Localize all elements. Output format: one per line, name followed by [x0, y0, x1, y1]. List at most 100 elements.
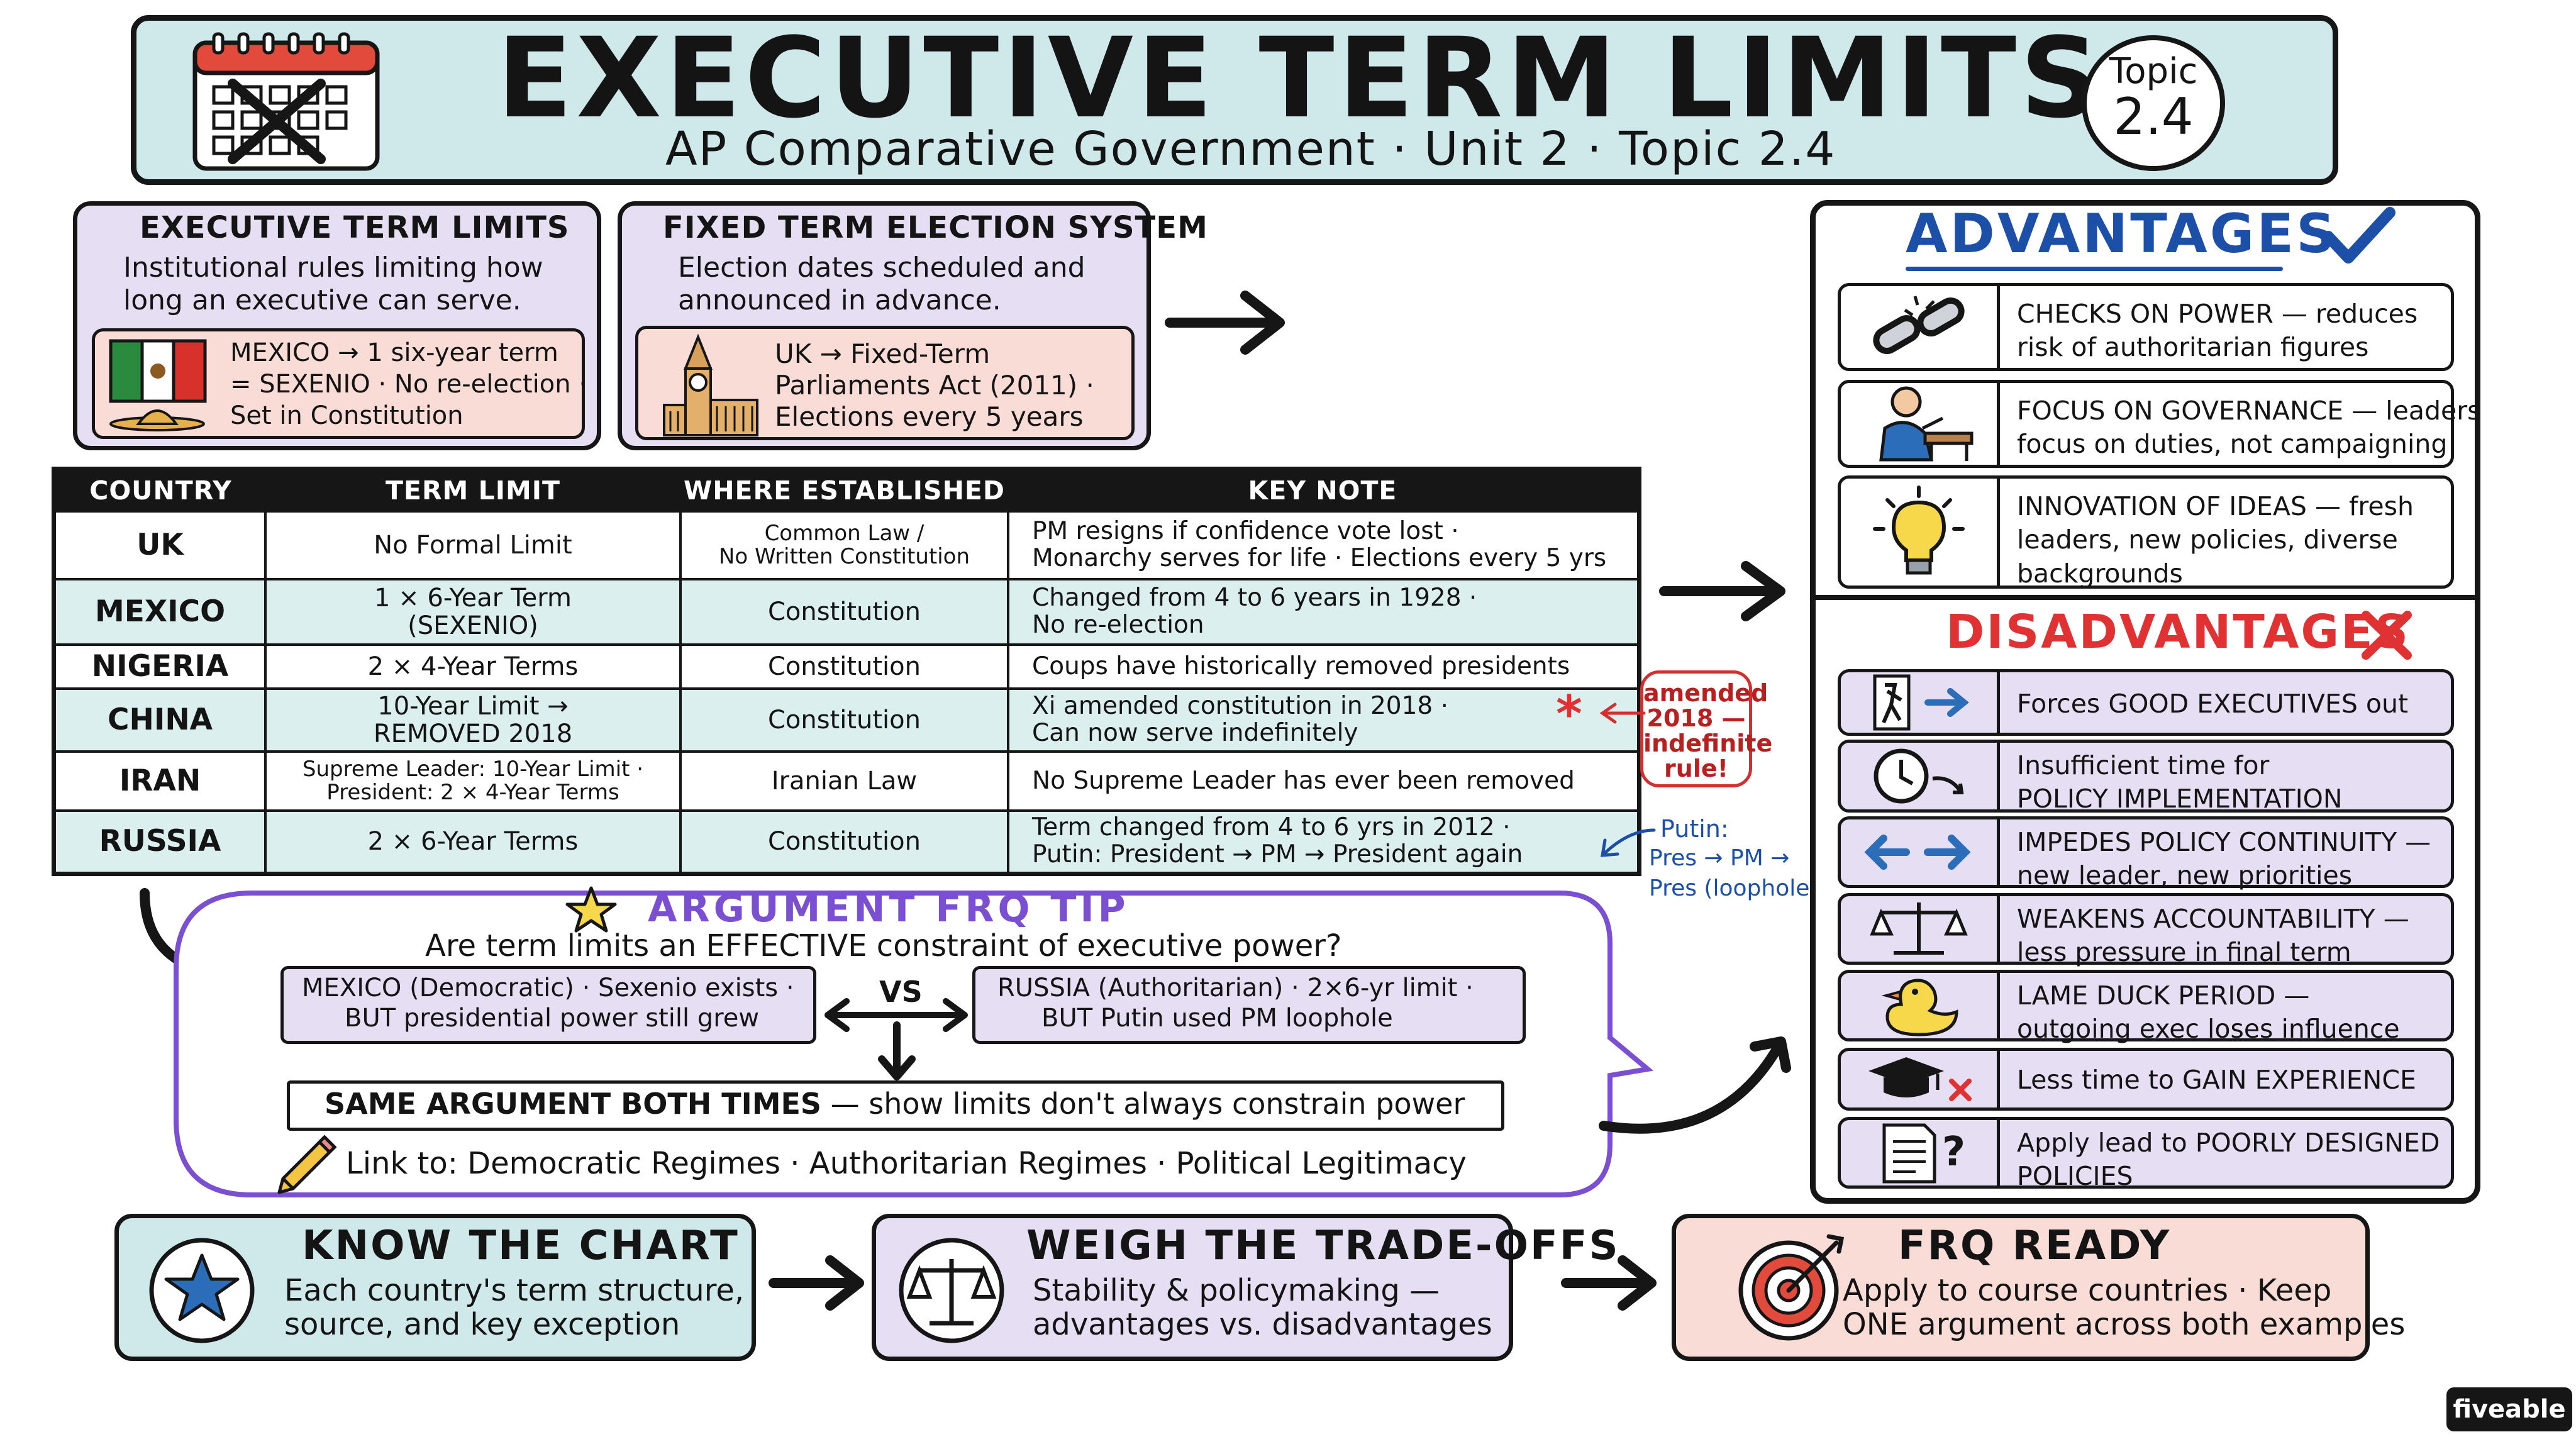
blue-arrow-icon — [1601, 828, 1656, 857]
conclusion-box — [287, 1080, 1504, 1131]
scales-icon — [1841, 896, 2000, 962]
key-note-cell: Xi amended constitution in 2018 ·Can now… — [1006, 687, 1641, 753]
col-header-where-established: WHERE ESTABLISHED — [680, 469, 1008, 511]
topic-badge-number: 2.4 — [2113, 87, 2194, 146]
mexico-flag-icon — [109, 339, 207, 431]
advantage-line2: risk of authoritarian figures — [2017, 332, 2369, 363]
advantages-heading: ADVANTAGES — [1906, 203, 2338, 265]
step-title: WEIGH THE TRADE-OFFS — [1026, 1223, 1620, 1269]
russia-annotation-line2: Pres → PM → — [1649, 845, 1790, 871]
definition-body-line2: long an executive can serve. — [123, 284, 521, 316]
star-icon — [565, 886, 617, 933]
step-line2: source, and key exception — [284, 1307, 680, 1342]
step-line1: Each country's term structure, — [284, 1273, 745, 1308]
step-line1: Apply to course countries · Keep — [1843, 1273, 2332, 1308]
disadvantage-line2: POLICIES — [2017, 1161, 2133, 1192]
exit-door-icon — [1841, 672, 2000, 733]
disadvantage-line1: Less time to GAIN EXPERIENCE — [2017, 1065, 2416, 1095]
russia-argument-box — [972, 966, 1526, 1044]
frq-tip-question: Are term limits an EFFECTIVE constraint … — [425, 928, 1342, 963]
uk-example-line2: Parliaments Act (2011) · — [775, 370, 1094, 401]
disadvantage-item: Less time to GAIN EXPERIENCE — [1838, 1048, 2454, 1111]
country-cell: UK — [52, 510, 267, 580]
key-note-cell: PM resigns if confidence vote lost ·Mona… — [1006, 510, 1641, 580]
russia-argument-line2: BUT Putin used PM loophole — [1041, 1004, 1393, 1033]
arrow-right-icon — [1659, 561, 1785, 621]
fixed-term-body-line1: Election dates scheduled and — [678, 252, 1085, 284]
disadvantage-line2: new leader, new priorities — [2017, 860, 2353, 891]
term-limit-cell: Supreme Leader: 10-Year Limit ·President… — [264, 750, 682, 812]
country-cell: RUSSIA — [52, 809, 267, 875]
disadvantage-item: WEAKENS ACCOUNTABILITY —less pressure in… — [1838, 893, 2454, 967]
disadvantage-line1: WEAKENS ACCOUNTABILITY — — [2017, 904, 2409, 934]
disadvantage-line1: Forces GOOD EXECUTIVES out — [2017, 689, 2409, 719]
svg-text:?: ? — [1942, 1129, 1965, 1175]
uk-example-line3: Elections every 5 years — [775, 401, 1084, 432]
where-cell: Constitution — [679, 809, 1009, 875]
calendar-x-icon — [192, 32, 380, 171]
pencil-icon — [277, 1135, 337, 1194]
disadvantage-line2: less pressure in final term — [2017, 937, 2351, 968]
where-cell: Common Law /No Written Constitution — [679, 510, 1009, 580]
key-note-cell: No Supreme Leader has ever been removed — [1006, 750, 1641, 812]
advantage-line2: leaders, new policies, diverse — [2017, 525, 2398, 555]
uk-example-line1: UK → Fixed-Term — [775, 338, 991, 369]
table-row: MEXICO 1 × 6-Year Term(SEXENIO) Constitu… — [52, 578, 1641, 646]
advantage-line3: backgrounds — [2017, 558, 2183, 589]
disadvantage-line2: POLICY IMPLEMENTATION — [2017, 784, 2343, 814]
col-header-key-note: KEY NOTE — [1008, 469, 1640, 511]
disadvantage-line1: Insufficient time for — [2017, 750, 2270, 780]
target-icon — [1738, 1234, 1845, 1341]
disadvantage-line1: Apply lead to POORLY DESIGNED — [2017, 1128, 2440, 1158]
curved-arrow-icon — [1599, 1036, 1791, 1134]
table-row: NIGERIA 2 × 4-Year Terms Constitution Co… — [52, 643, 1641, 690]
duck-icon — [1841, 973, 2000, 1038]
where-cell: Constitution — [679, 687, 1009, 753]
fiveable-logo: fiveable — [2446, 1387, 2572, 1431]
advantages-underline — [1906, 267, 2283, 271]
where-cell: Constitution — [679, 643, 1009, 690]
disadvantage-line2: outgoing exec loses influence — [2017, 1014, 2400, 1045]
mexico-argument-line1: MEXICO (Democratic) · Sexenio exists · — [302, 974, 794, 1002]
term-limit-cell: No Formal Limit — [264, 510, 682, 580]
red-arrow-icon — [1599, 702, 1646, 724]
fiveable-logo-text: fiveable — [2453, 1395, 2566, 1424]
frq-tip-heading: ARGUMENT FRQ TIP — [648, 887, 1130, 931]
where-cell: Constitution — [679, 578, 1009, 646]
header-banner — [131, 15, 2338, 185]
topic-badge-label: Topic — [2109, 51, 2198, 92]
scales-badge-icon — [899, 1238, 1004, 1343]
key-note-cell: Coups have historically removed presiden… — [1006, 643, 1641, 690]
disadvantage-line1: IMPEDES POLICY CONTINUITY — — [2017, 827, 2431, 857]
definition-heading: EXECUTIVE TERM LIMITS — [140, 210, 570, 245]
country-cell: MEXICO — [52, 578, 267, 646]
mexico-argument-line2: BUT presidential power still grew — [345, 1004, 760, 1033]
china-annotation-line3: indefinite — [1643, 729, 1773, 757]
broken-chain-icon — [1841, 286, 2000, 368]
mexico-example-line1: MEXICO → 1 six-year term — [230, 338, 558, 367]
table-row: IRAN Supreme Leader: 10-Year Limit ·Pres… — [52, 750, 1641, 812]
mexico-example-line3: Set in Constitution — [230, 401, 464, 430]
step-title: KNOW THE CHART — [302, 1223, 740, 1269]
country-cell: CHINA — [52, 687, 267, 753]
conclusion-rest: — show limits don't always constrain pow… — [821, 1087, 1465, 1121]
russia-annotation-line1: Putin: — [1660, 815, 1729, 843]
table-row: RUSSIA 2 × 6-Year Terms Constitution Ter… — [52, 809, 1641, 875]
conclusion-text: SAME ARGUMENT BOTH TIMES — show limits d… — [325, 1087, 1465, 1121]
term-limit-cell: 2 × 4-Year Terms — [264, 643, 682, 690]
disadvantage-item: LAME DUCK PERIOD —outgoing exec loses in… — [1838, 970, 2454, 1044]
arrow-right-icon — [1561, 1255, 1657, 1311]
term-limit-cell: 10-Year Limit →REMOVED 2018 — [264, 687, 682, 753]
step-line1: Stability & policymaking — — [1033, 1273, 1440, 1308]
russia-annotation-line3: Pres (loophole!) — [1649, 875, 1828, 901]
checkmark-icon — [2323, 207, 2396, 264]
china-annotation-line4: rule! — [1664, 754, 1728, 782]
term-limit-cell: 1 × 6-Year Term(SEXENIO) — [264, 578, 682, 646]
country-cell: IRAN — [52, 750, 267, 812]
frq-link-text: Link to: Democratic Regimes · Authoritar… — [346, 1146, 1467, 1181]
col-header-country: COUNTRY — [53, 469, 266, 511]
